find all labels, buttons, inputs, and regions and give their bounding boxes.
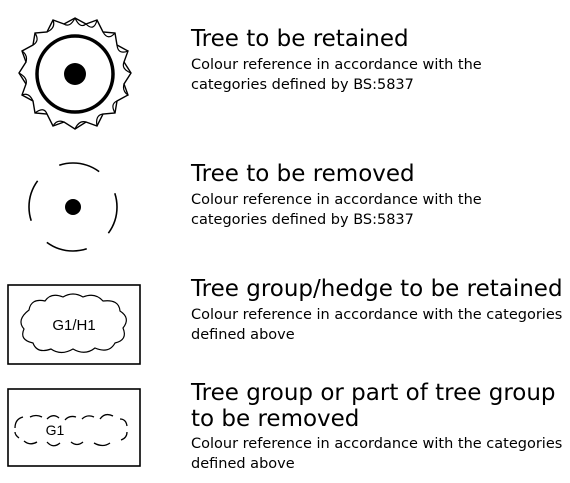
- tree-removed-symbol: [24, 159, 124, 259]
- symbol-label: G1/H1: [52, 317, 95, 334]
- tree-group-retained-symbol: G1/H1: [7, 284, 141, 365]
- tree-group-removed-symbol: G1: [7, 388, 141, 467]
- legend-title: Tree to be removed: [191, 161, 415, 187]
- legend-title: Tree to be retained: [191, 26, 409, 52]
- symbol-frame: [7, 388, 141, 467]
- legend-description: Colour reference in accordance with the …: [191, 307, 563, 343]
- legend-description: Colour reference in accordance with the …: [191, 192, 482, 228]
- legend-item-tree-group-removed: Tree group or part of tree group to be r…: [191, 380, 567, 474]
- legend-item-tree-removed: Tree to be removed Colour reference in a…: [191, 161, 567, 230]
- legend-item-tree-retained: Tree to be retained Colour reference in …: [191, 26, 567, 95]
- symbol-frame: [7, 284, 141, 365]
- cloud-outline: [20, 293, 127, 354]
- stem-outer-ring: [35, 34, 115, 114]
- trunk-dot: [64, 63, 86, 85]
- trunk-dot: [65, 199, 81, 215]
- tree-retained-symbol: [14, 12, 136, 136]
- legend-title: Tree group or part of tree group to be r…: [191, 380, 556, 432]
- dashed-cloud-outline: [14, 413, 128, 447]
- dashed-canopy-outline: [28, 162, 118, 252]
- legend-description: Colour reference in accordance with the …: [191, 57, 482, 93]
- legend-title: Tree group/hedge to be retained: [191, 276, 563, 302]
- legend-item-tree-group-retained: Tree group/hedge to be retained Colour r…: [191, 276, 567, 345]
- legend-description: Colour reference in accordance with the …: [191, 436, 563, 472]
- symbol-label: G1: [46, 422, 65, 438]
